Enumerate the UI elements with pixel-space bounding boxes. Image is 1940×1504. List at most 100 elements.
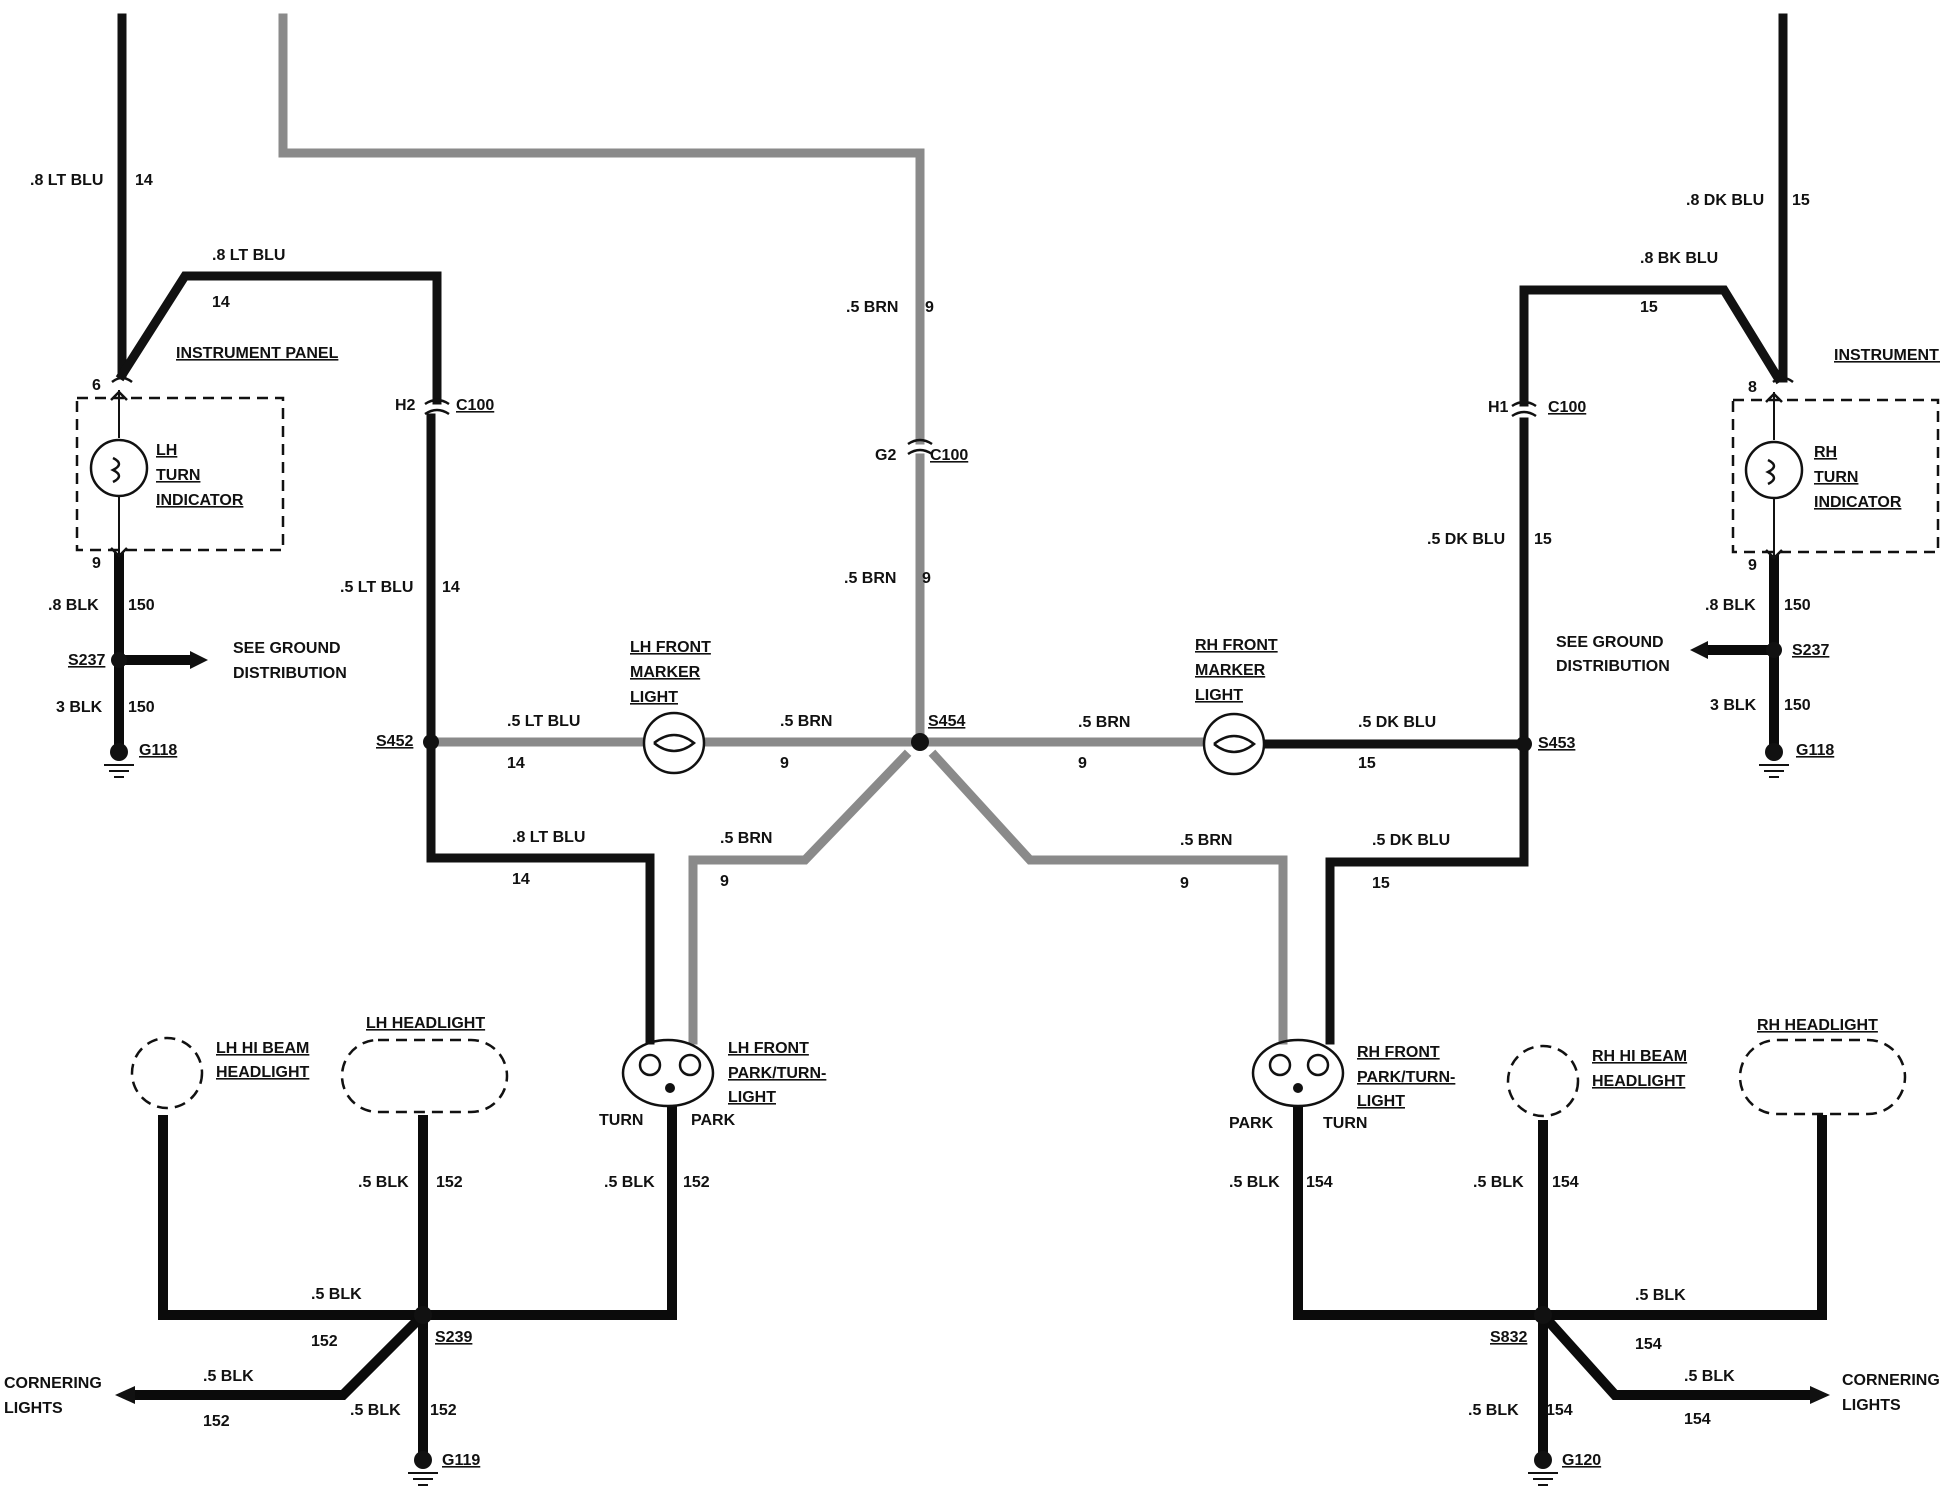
lh-turn-label-3: INDICATOR: [156, 492, 244, 509]
wire-rh-headlight-154: [1538, 1115, 1827, 1320]
wire-label: .5 DK BLU: [1372, 832, 1450, 849]
wire-rh-park-154: [1293, 1105, 1548, 1320]
rh-turn-indicator-icon: [1744, 392, 1804, 560]
rh-front-park-turn-light-icon: [1251, 1038, 1345, 1108]
rh-hi-beam-label-1: RH HI BEAM: [1592, 1048, 1687, 1065]
lh-front-marker-light-icon: [642, 711, 706, 775]
wire-circuit: 14: [135, 172, 153, 189]
cornering-right-1: CORNERING: [1842, 1372, 1940, 1389]
wire-label: .8 BLK: [1705, 597, 1756, 614]
ground-g118-right-icon: [1759, 743, 1789, 778]
wire-label: .8 LT BLU: [30, 172, 103, 189]
wire-lh-park-152: [418, 1105, 677, 1320]
see-ground-left-2: DISTRIBUTION: [233, 665, 347, 682]
wire-label: .5 BRN: [846, 299, 898, 316]
splice-label: S237: [1792, 642, 1829, 659]
wire-label: .5 BLK: [1229, 1174, 1280, 1191]
park-label: PARK: [1229, 1115, 1274, 1132]
wire-circuit: 15: [1372, 875, 1390, 892]
lh-turn-label-2: TURN: [156, 467, 200, 484]
connector-pin8-icon: [1772, 376, 1794, 384]
connector-g2-label: G2: [875, 447, 896, 464]
connector-c100-label: C100: [456, 397, 494, 414]
wire-label: .5 BRN: [1180, 832, 1232, 849]
wire-circuit: 14: [442, 579, 460, 596]
lh-turn-indicator-icon: [89, 390, 149, 558]
ground-symbols: [104, 743, 1789, 1486]
pin-label: 9: [92, 555, 101, 572]
wire-brn-rh-park: [928, 749, 1288, 1045]
arrow-right-see-ground-icon: [1690, 641, 1708, 659]
splice-label: S453: [1538, 735, 1575, 752]
wire-circuit: 14: [507, 755, 525, 772]
rh-marker-label-2: MARKER: [1195, 662, 1266, 679]
ground-g120-icon: [1528, 1451, 1558, 1486]
see-ground-right-1: SEE GROUND: [1556, 634, 1664, 651]
wire-label: .5 BLK: [1473, 1174, 1524, 1191]
wire-label: .5 BRN: [780, 713, 832, 730]
arrow-symbols: [115, 641, 1830, 1404]
cornering-right-2: LIGHTS: [1842, 1397, 1901, 1414]
splice-s239: [414, 1306, 432, 1324]
wire-circuit: 9: [922, 570, 931, 587]
wires: [114, 13, 1827, 1460]
wire-label: .8 BLK: [48, 597, 99, 614]
splice-s454: [911, 733, 929, 751]
connector-g2-icon: [907, 438, 933, 456]
splices: [111, 642, 1782, 1324]
wire-label: 3 BLK: [56, 699, 103, 716]
wire-label: .5 BLK: [1468, 1402, 1519, 1419]
wire-circuit: 150: [128, 699, 155, 716]
wire-circuit: 9: [925, 299, 934, 316]
ground-label: G120: [1562, 1452, 1601, 1469]
rh-turn-label-1: RH: [1814, 444, 1837, 461]
lh-park-turn-label-3: LIGHT: [728, 1089, 776, 1106]
splice-s237-right: [1766, 642, 1782, 658]
wire-brn-top: [278, 13, 925, 445]
wire-label: .5 DK BLU: [1358, 714, 1436, 731]
lh-hi-beam-headlight-icon: [130, 1036, 204, 1110]
wire-circuit: 152: [311, 1333, 338, 1350]
wire-label: .8 DK BLU: [1686, 192, 1764, 209]
cornering-left-2: LIGHTS: [4, 1400, 63, 1417]
connector-h1-icon: [1511, 400, 1537, 418]
connector-c100-label: C100: [1548, 399, 1586, 416]
wire-label: .5 LT BLU: [340, 579, 413, 596]
park-label: PARK: [691, 1112, 736, 1129]
wire-circuit: 15: [1358, 755, 1376, 772]
wire-circuit: 14: [512, 871, 530, 888]
arrow-left-cornering-icon: [115, 1386, 135, 1404]
rh-hi-beam-label-2: HEADLIGHT: [1592, 1073, 1686, 1090]
wire-circuit: 14: [212, 294, 230, 311]
wire-label: 3 BLK: [1710, 697, 1757, 714]
wire-label: .5 BRN: [844, 570, 896, 587]
turn-label: TURN: [599, 1112, 643, 1129]
wire-label: .5 DK BLU: [1427, 531, 1505, 548]
lh-hi-beam-label-1: LH HI BEAM: [216, 1040, 309, 1057]
connector-h2-icon: [424, 398, 450, 416]
splice-label: S452: [376, 733, 413, 750]
lh-turn-label-1: LH: [156, 442, 177, 459]
connector-c100-label: C100: [930, 447, 968, 464]
lh-hi-beam-label-2: HEADLIGHT: [216, 1064, 310, 1081]
arrow-left-see-ground-icon: [190, 651, 208, 669]
wire-label: .5 BLK: [1635, 1287, 1686, 1304]
lh-headlight-label: LH HEADLIGHT: [366, 1015, 485, 1032]
wire-circuit: 15: [1640, 299, 1658, 316]
wire-circuit: 150: [1784, 597, 1811, 614]
rh-turn-label-2: TURN: [1814, 469, 1858, 486]
ground-g119-icon: [408, 1451, 438, 1486]
wire-circuit: 154: [1635, 1336, 1662, 1353]
wire-label: .5 BLK: [1684, 1368, 1735, 1385]
rh-headlight-icon: [1738, 1038, 1907, 1116]
lh-marker-label-1: LH FRONT: [630, 639, 711, 656]
splice-label: S832: [1490, 1329, 1527, 1346]
labels: .8 LT BLU 14 .8 LT BLU 14 INSTRUMENT PAN…: [4, 172, 1940, 1469]
ground-label: G118: [1796, 742, 1834, 759]
wire-label: .5 BLK: [311, 1286, 362, 1303]
lh-park-turn-label-2: PARK/TURN-: [728, 1065, 826, 1082]
rh-park-turn-label-3: LIGHT: [1357, 1093, 1405, 1110]
rh-headlight-label: RH HEADLIGHT: [1757, 1017, 1878, 1034]
lh-park-turn-label-1: LH FRONT: [728, 1040, 809, 1057]
rh-marker-label-1: RH FRONT: [1195, 637, 1278, 654]
